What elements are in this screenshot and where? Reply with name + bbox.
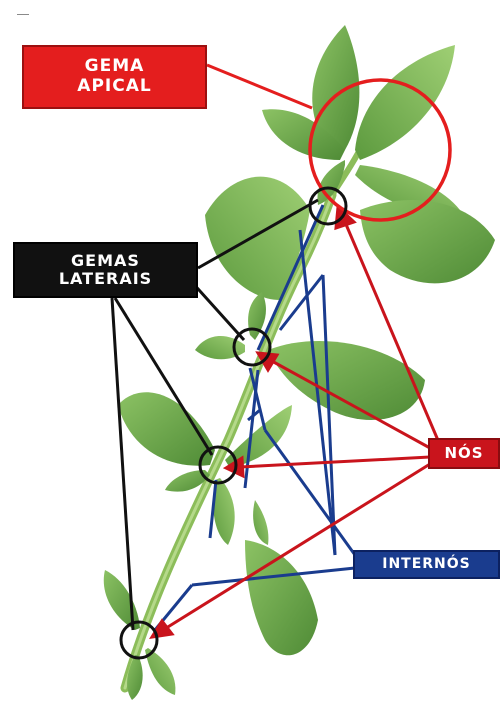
- internodes-label: INTERNÓS: [353, 550, 500, 579]
- apical-label-line2: APICAL: [77, 77, 151, 97]
- nodes-label: NÓS: [428, 438, 500, 469]
- laterais-label-line2: LATERAIS: [59, 270, 152, 288]
- apical-label-line1: GEMA: [77, 57, 151, 77]
- internodes-label-text: INTERNÓS: [382, 556, 471, 572]
- apical-bud-label: GEMA APICAL: [22, 45, 207, 109]
- lateral-buds-label: GEMAS LATERAIS: [13, 242, 198, 298]
- corner-mark: [17, 14, 29, 15]
- plant-leaves: [104, 25, 495, 700]
- laterais-label-line1: GEMAS: [59, 252, 152, 270]
- nodes-label-text: NÓS: [444, 445, 483, 462]
